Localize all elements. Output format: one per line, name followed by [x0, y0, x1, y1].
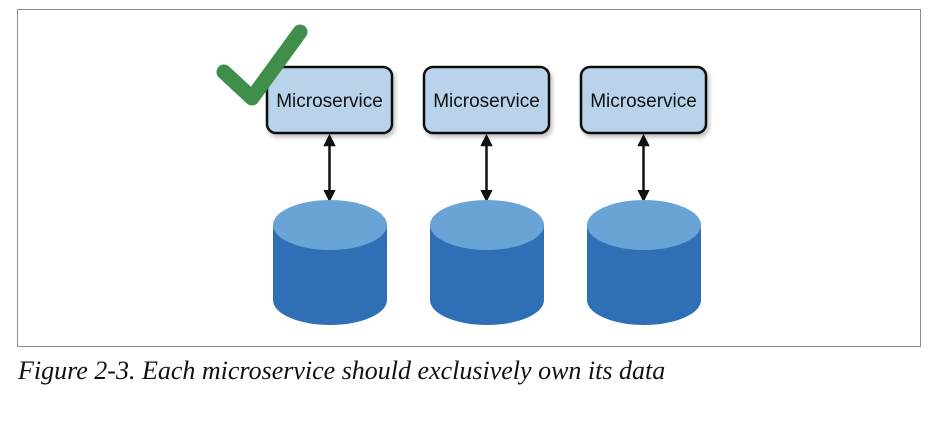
service-group-3: Microservice: [579, 65, 708, 325]
database-cylinder: [587, 200, 701, 325]
service-group-1: Microservice: [265, 65, 394, 325]
checkmark-icon: [216, 24, 308, 106]
database-cylinder: [430, 200, 544, 325]
microservice-label: Microservice: [276, 91, 383, 112]
microservice-label: Microservice: [433, 91, 540, 112]
figure-caption: Figure 2-3. Each microservice should exc…: [18, 356, 666, 385]
microservice-box: [422, 65, 551, 135]
microservice-box: [579, 65, 708, 135]
database-cylinder: [273, 200, 387, 325]
microservice-label: Microservice: [590, 91, 697, 112]
service-group-2: Microservice: [422, 65, 551, 325]
microservice-box: [265, 65, 394, 135]
